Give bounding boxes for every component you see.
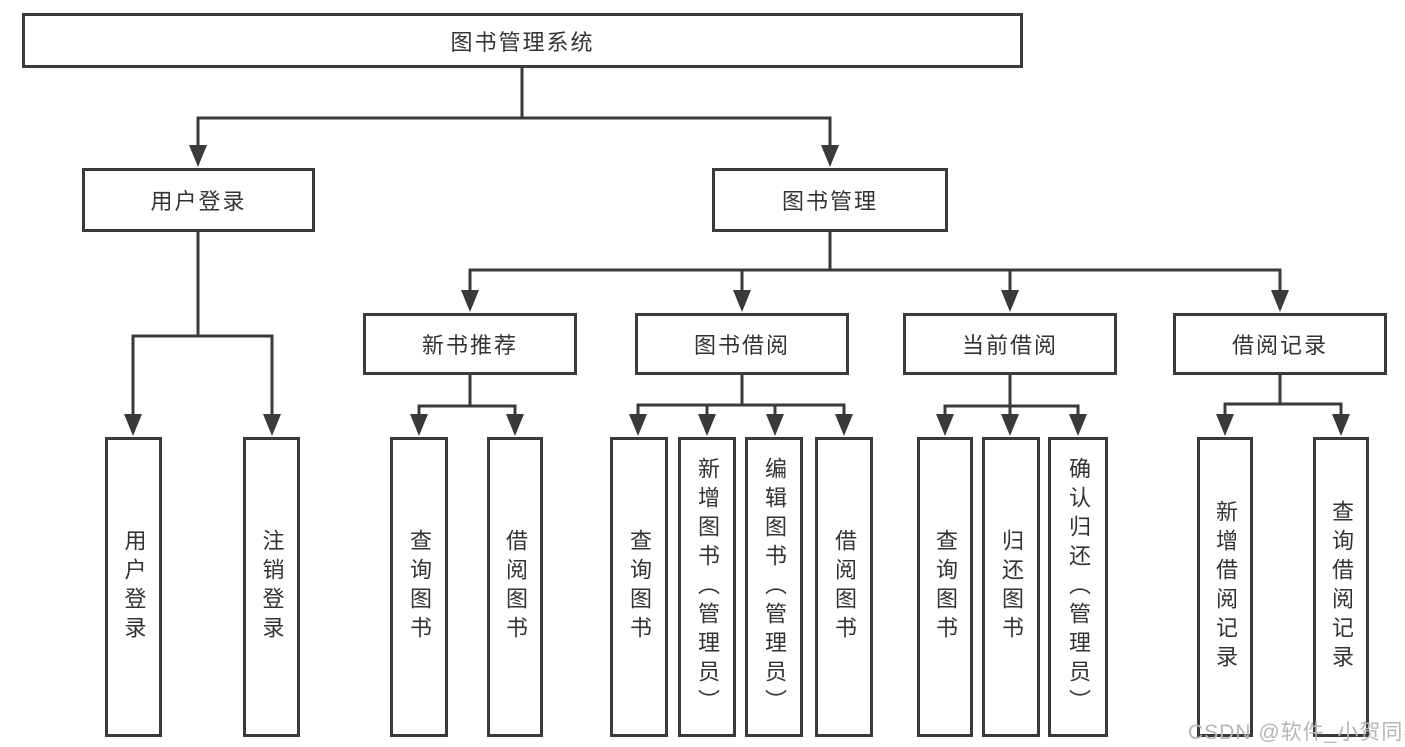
node-new-book-recommend: 新书推荐 xyxy=(363,313,577,375)
leaf-query-books-3: 查询图书 xyxy=(917,437,973,737)
arrowheads xyxy=(124,145,1350,436)
leaf-logout: 注销登录 xyxy=(243,437,300,737)
node-user-login: 用户登录 xyxy=(82,168,315,232)
leaf-query-borrow-record: 查询借阅记录 xyxy=(1313,437,1369,737)
leaf-borrow-books-1: 借阅图书 xyxy=(487,437,543,737)
leaf-user-login: 用户登录 xyxy=(105,437,162,737)
node-borrow-records: 借阅记录 xyxy=(1173,313,1387,375)
leaf-add-books-admin: 新增图书（管理员） xyxy=(678,437,736,737)
node-book-borrow-label: 图书借阅 xyxy=(693,333,790,358)
node-borrow-records-label: 借阅记录 xyxy=(1231,333,1328,358)
leaf-return-books: 归还图书 xyxy=(982,437,1040,737)
node-user-login-label: 用户登录 xyxy=(150,189,247,214)
leaf-query-books-1: 查询图书 xyxy=(390,437,448,737)
node-book-borrow: 图书借阅 xyxy=(635,313,849,375)
node-new-book-recommend-label: 新书推荐 xyxy=(421,333,518,358)
leaf-add-borrow-record: 新增借阅记录 xyxy=(1197,437,1253,737)
node-book-management: 图书管理 xyxy=(712,168,948,232)
watermark: CSDN @软件_小贺同学 xyxy=(1188,721,1405,744)
leaf-borrow-books-2: 借阅图书 xyxy=(815,437,873,737)
leaf-confirm-return-admin: 确认归还（管理员） xyxy=(1048,437,1108,737)
node-current-borrow: 当前借阅 xyxy=(903,313,1117,375)
node-root: 图书管理系统 xyxy=(22,13,1023,68)
leaf-edit-books-admin: 编辑图书（管理员） xyxy=(745,437,803,737)
node-current-borrow-label: 当前借阅 xyxy=(961,333,1058,358)
node-book-management-label: 图书管理 xyxy=(781,189,878,214)
node-root-label: 图书管理系统 xyxy=(450,29,595,55)
leaf-query-books-2: 查询图书 xyxy=(610,437,668,737)
